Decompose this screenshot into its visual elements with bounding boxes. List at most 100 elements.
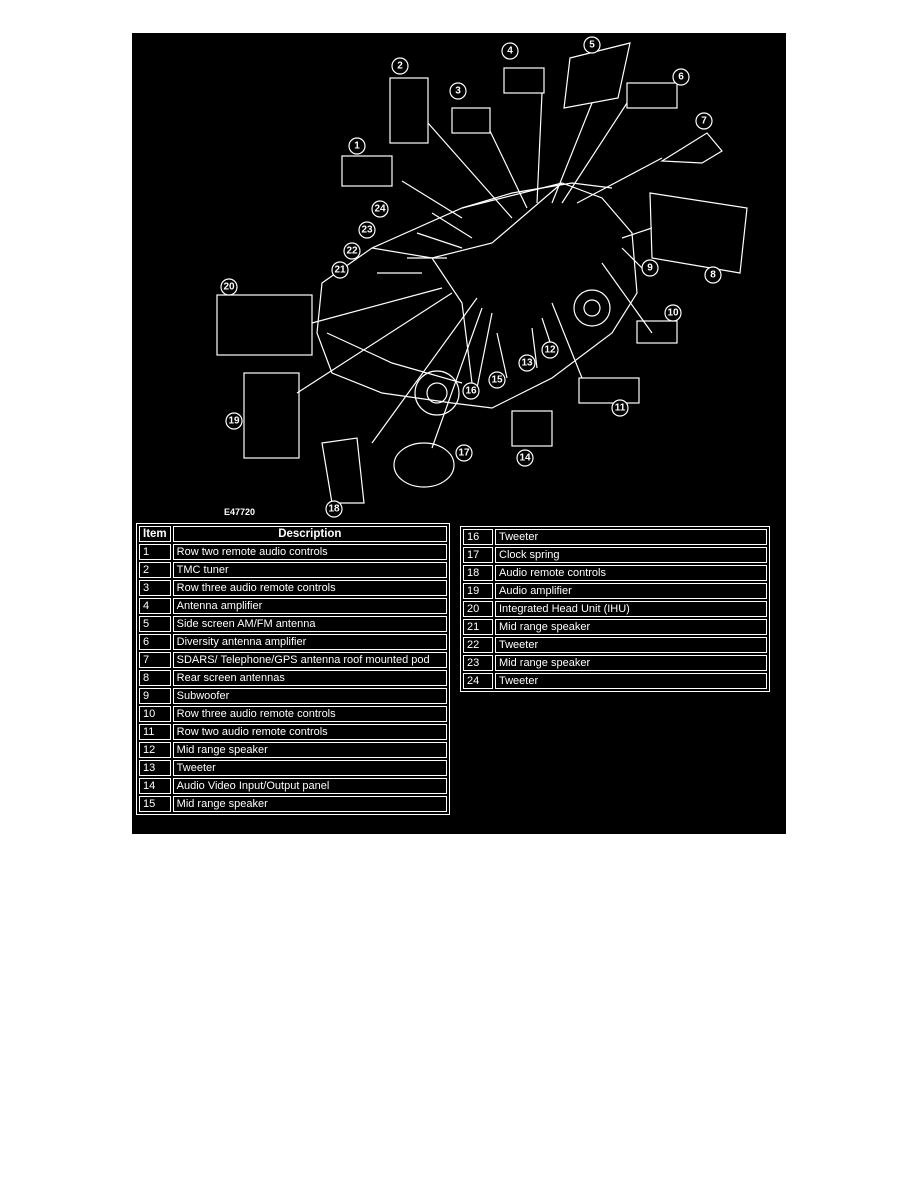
item-description: Mid range speaker: [495, 655, 767, 671]
item-number: 13: [139, 760, 171, 776]
item-number: 8: [139, 670, 171, 686]
header-description: Description: [172, 526, 447, 542]
item-7-shape: [660, 132, 723, 164]
item-number: 18: [463, 565, 493, 581]
callout-15: 15: [491, 375, 503, 386]
item-description: Row three audio remote controls: [172, 706, 447, 722]
callout-4: 4: [507, 46, 513, 57]
callout-10: 10: [667, 308, 679, 319]
item-number: 21: [463, 619, 493, 635]
item-8-shape: [649, 192, 748, 274]
item-description: TMC tuner: [172, 562, 447, 578]
item-description: Audio Video Input/Output panel: [172, 778, 447, 794]
item-1-shape: [341, 155, 393, 187]
callout-13: 13: [521, 358, 533, 369]
callout-16: 16: [465, 386, 477, 397]
item-number: 16: [463, 529, 493, 545]
item-18-shape: [321, 437, 365, 504]
callout-20: 20: [223, 282, 235, 293]
item-description: Clock spring: [495, 547, 767, 563]
figure-id: E47720: [224, 507, 256, 517]
item-description: Rear screen antennas: [172, 670, 447, 686]
callout-12: 12: [544, 345, 556, 356]
callout-3: 3: [455, 86, 461, 97]
item-17-shape: [393, 442, 455, 488]
item-number: 6: [139, 634, 171, 650]
item-number: 24: [463, 673, 493, 689]
callout-1: 1: [354, 141, 360, 152]
table-header-row: Item Description: [139, 526, 447, 542]
callout-17: 17: [458, 448, 470, 459]
callout-markers: [220, 36, 722, 518]
callout-18: 18: [328, 504, 340, 515]
item-number: 9: [139, 688, 171, 704]
item-description: Row two audio remote controls: [172, 724, 447, 740]
item-description: Row three audio remote controls: [172, 580, 447, 596]
vehicle-audio-diagram: 1 2 3 4 5 6 7 8 9 10 11 12 13 14 15 16 1…: [216, 36, 748, 518]
item-14-shape: [511, 410, 553, 447]
item-number: 17: [463, 547, 493, 563]
item-3-shape: [451, 107, 491, 134]
item-description: Tweeter: [495, 673, 767, 689]
callout-2: 2: [397, 61, 403, 72]
item-number: 10: [139, 706, 171, 722]
callout-7: 7: [701, 116, 707, 127]
item-description: Mid range speaker: [172, 742, 447, 758]
vehicle-outline: [316, 182, 638, 409]
callout-19: 19: [228, 416, 240, 427]
item-4-shape: [503, 67, 545, 94]
item-number: 19: [463, 583, 493, 599]
header-item: Item: [139, 526, 171, 542]
item-description: Mid range speaker: [495, 619, 767, 635]
item-description: Subwoofer: [172, 688, 447, 704]
callout-21: 21: [334, 265, 346, 276]
item-6-shape: [626, 82, 678, 109]
item-number: 22: [463, 637, 493, 653]
callout-22: 22: [346, 246, 358, 257]
item-description: Audio remote controls: [495, 565, 767, 581]
item-5-shape: [563, 42, 631, 109]
item-description: Diversity antenna amplifier: [172, 634, 447, 650]
item-20-shape: [216, 294, 313, 356]
item-description: Tweeter: [495, 529, 767, 545]
item-number: 15: [139, 796, 171, 812]
front-wheel: [414, 370, 460, 416]
callout-14: 14: [519, 453, 531, 464]
item-19-shape: [243, 372, 300, 459]
item-11-shape: [578, 377, 640, 404]
item-number: 3: [139, 580, 171, 596]
callout-5: 5: [589, 40, 595, 51]
item-description: Tweeter: [495, 637, 767, 653]
item-number: 2: [139, 562, 171, 578]
item-number: 5: [139, 616, 171, 632]
figure: 1 2 3 4 5 6 7 8 9 10 11 12 13 14 15 16 1…: [132, 33, 786, 834]
item-number: 12: [139, 742, 171, 758]
rear-wheel: [573, 289, 611, 327]
item-number: 11: [139, 724, 171, 740]
item-description: Antenna amplifier: [172, 598, 447, 614]
item-number: 4: [139, 598, 171, 614]
item-number: 23: [463, 655, 493, 671]
